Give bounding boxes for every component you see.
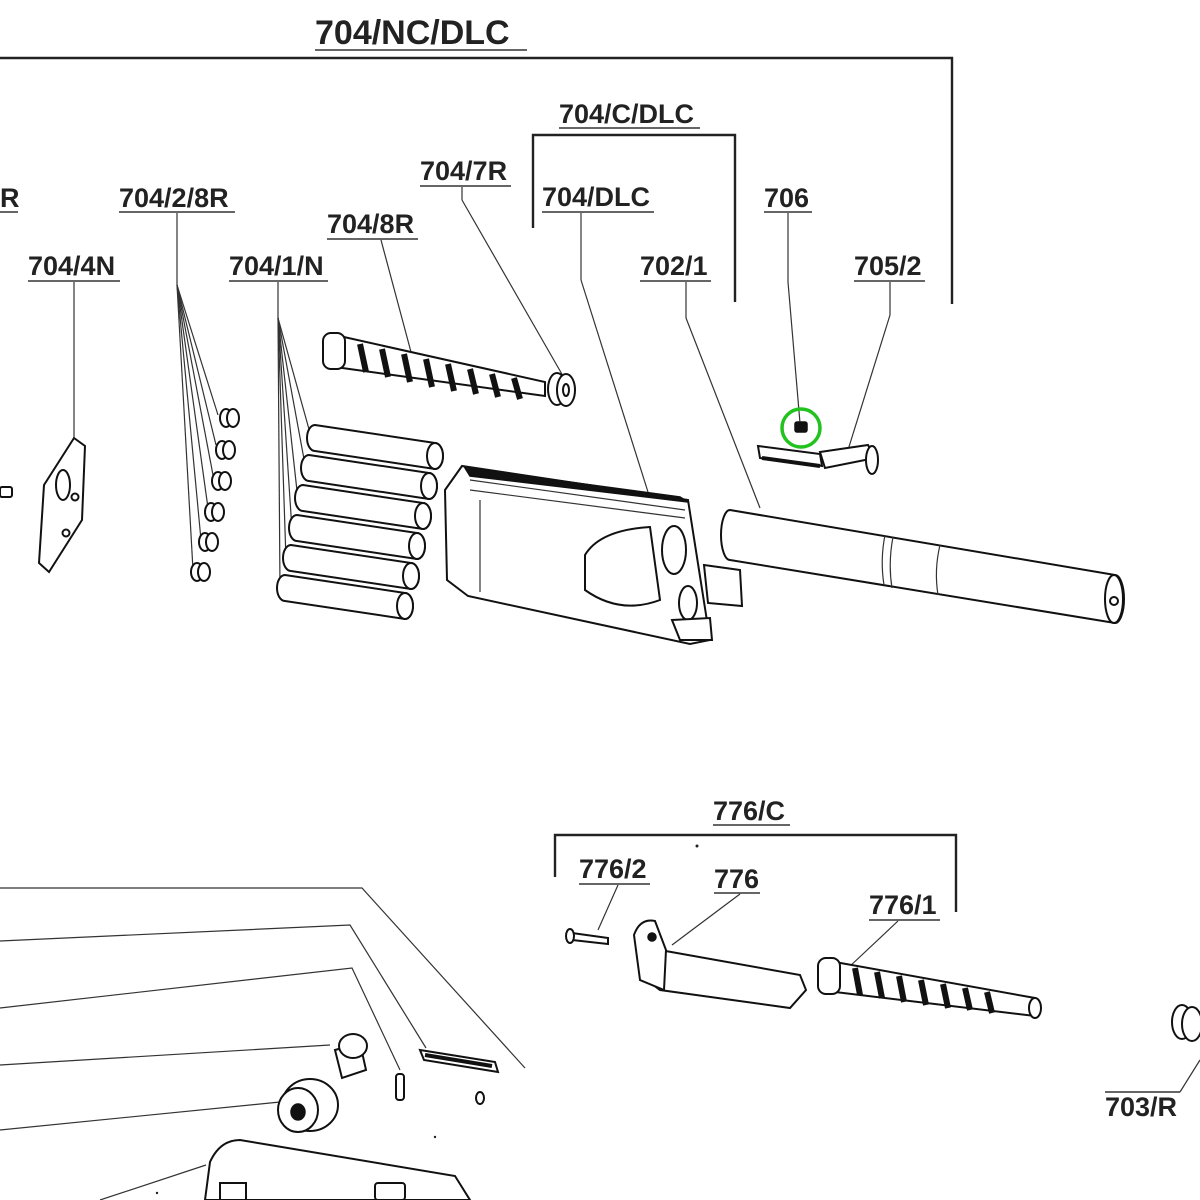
label-704-1-n[interactable]: 704/1/N [229,251,328,282]
part-703-r [1171,1004,1200,1042]
svg-text:704/7R: 704/7R [420,156,507,186]
svg-text:704/4N: 704/4N [28,251,115,281]
part-776-2-pin [565,928,609,946]
label-704-4n[interactable]: 704/4N [28,251,120,282]
bracket-704-c-dlc [531,133,737,302]
svg-text:705/2: 705/2 [854,251,922,281]
label-704-7r[interactable]: 704/7R [420,156,511,187]
label-r-partial[interactable]: R [0,183,20,213]
svg-text:776/1: 776/1 [869,890,937,920]
highlight-ring [780,407,822,449]
svg-text:704/1/N: 704/1/N [229,251,324,281]
svg-text:R: R [0,183,20,213]
svg-text:776: 776 [714,864,759,894]
label-704-c-dlc[interactable]: 704/C/DLC [559,99,700,129]
label-705-2[interactable]: 705/2 [854,251,925,282]
part-704-1-n-rollers [276,423,444,621]
part-704-dlc-block [443,464,744,646]
part-704-8r-screw [322,332,546,400]
part-705-2-latch [756,443,879,475]
label-776[interactable]: 776 [714,864,760,894]
svg-text:776/2: 776/2 [579,854,647,884]
part-776-1-screw [817,957,1042,1019]
label-776-c[interactable]: 776/C [713,796,790,826]
part-704-4n-plate [37,436,87,574]
leader-lines-bottom [0,884,1200,1200]
svg-text:704/DLC: 704/DLC [542,182,650,212]
svg-text:706: 706 [764,183,809,213]
label-702-1[interactable]: 702/1 [640,251,711,282]
leader-lines-top [73,187,891,591]
svg-text:704/2/8R: 704/2/8R [119,183,229,213]
svg-text:704/C/DLC: 704/C/DLC [559,99,694,129]
part-small-bolt [333,1033,368,1080]
stray-dots [155,844,699,1195]
label-703-r[interactable]: 703/R [1105,1091,1180,1122]
part-tiny-spring [475,1091,485,1105]
label-704-nc-dlc[interactable]: 704/NC/DLC [315,14,527,52]
part-704-2-8r-springs [190,408,240,582]
svg-text:703/R: 703/R [1105,1092,1177,1122]
part-small-pin [395,1073,405,1101]
label-704-8r[interactable]: 704/8R [327,209,418,240]
part-small-lever [418,1048,500,1074]
part-knurled-wheel [277,1078,339,1133]
bracket-704-nc-dlc [0,56,954,304]
part-706 [794,421,808,433]
svg-text:704/8R: 704/8R [327,209,414,239]
part-702-1-shaft [720,508,1125,625]
part-704-7r-bushing [547,372,576,407]
part-776-plate [632,919,808,1010]
label-776-2[interactable]: 776/2 [579,854,650,885]
svg-text:776/C: 776/C [713,796,785,826]
bracket-776-c [553,833,958,912]
part-left-edge-pin [0,486,13,498]
label-704-dlc[interactable]: 704/DLC [542,182,654,213]
part-housing-partial [203,1138,472,1200]
svg-text:702/1: 702/1 [640,251,708,281]
svg-text:704/NC/DLC: 704/NC/DLC [315,14,510,52]
label-706[interactable]: 706 [764,183,812,213]
label-776-1[interactable]: 776/1 [869,890,940,921]
label-704-2-8r[interactable]: 704/2/8R [119,183,235,213]
